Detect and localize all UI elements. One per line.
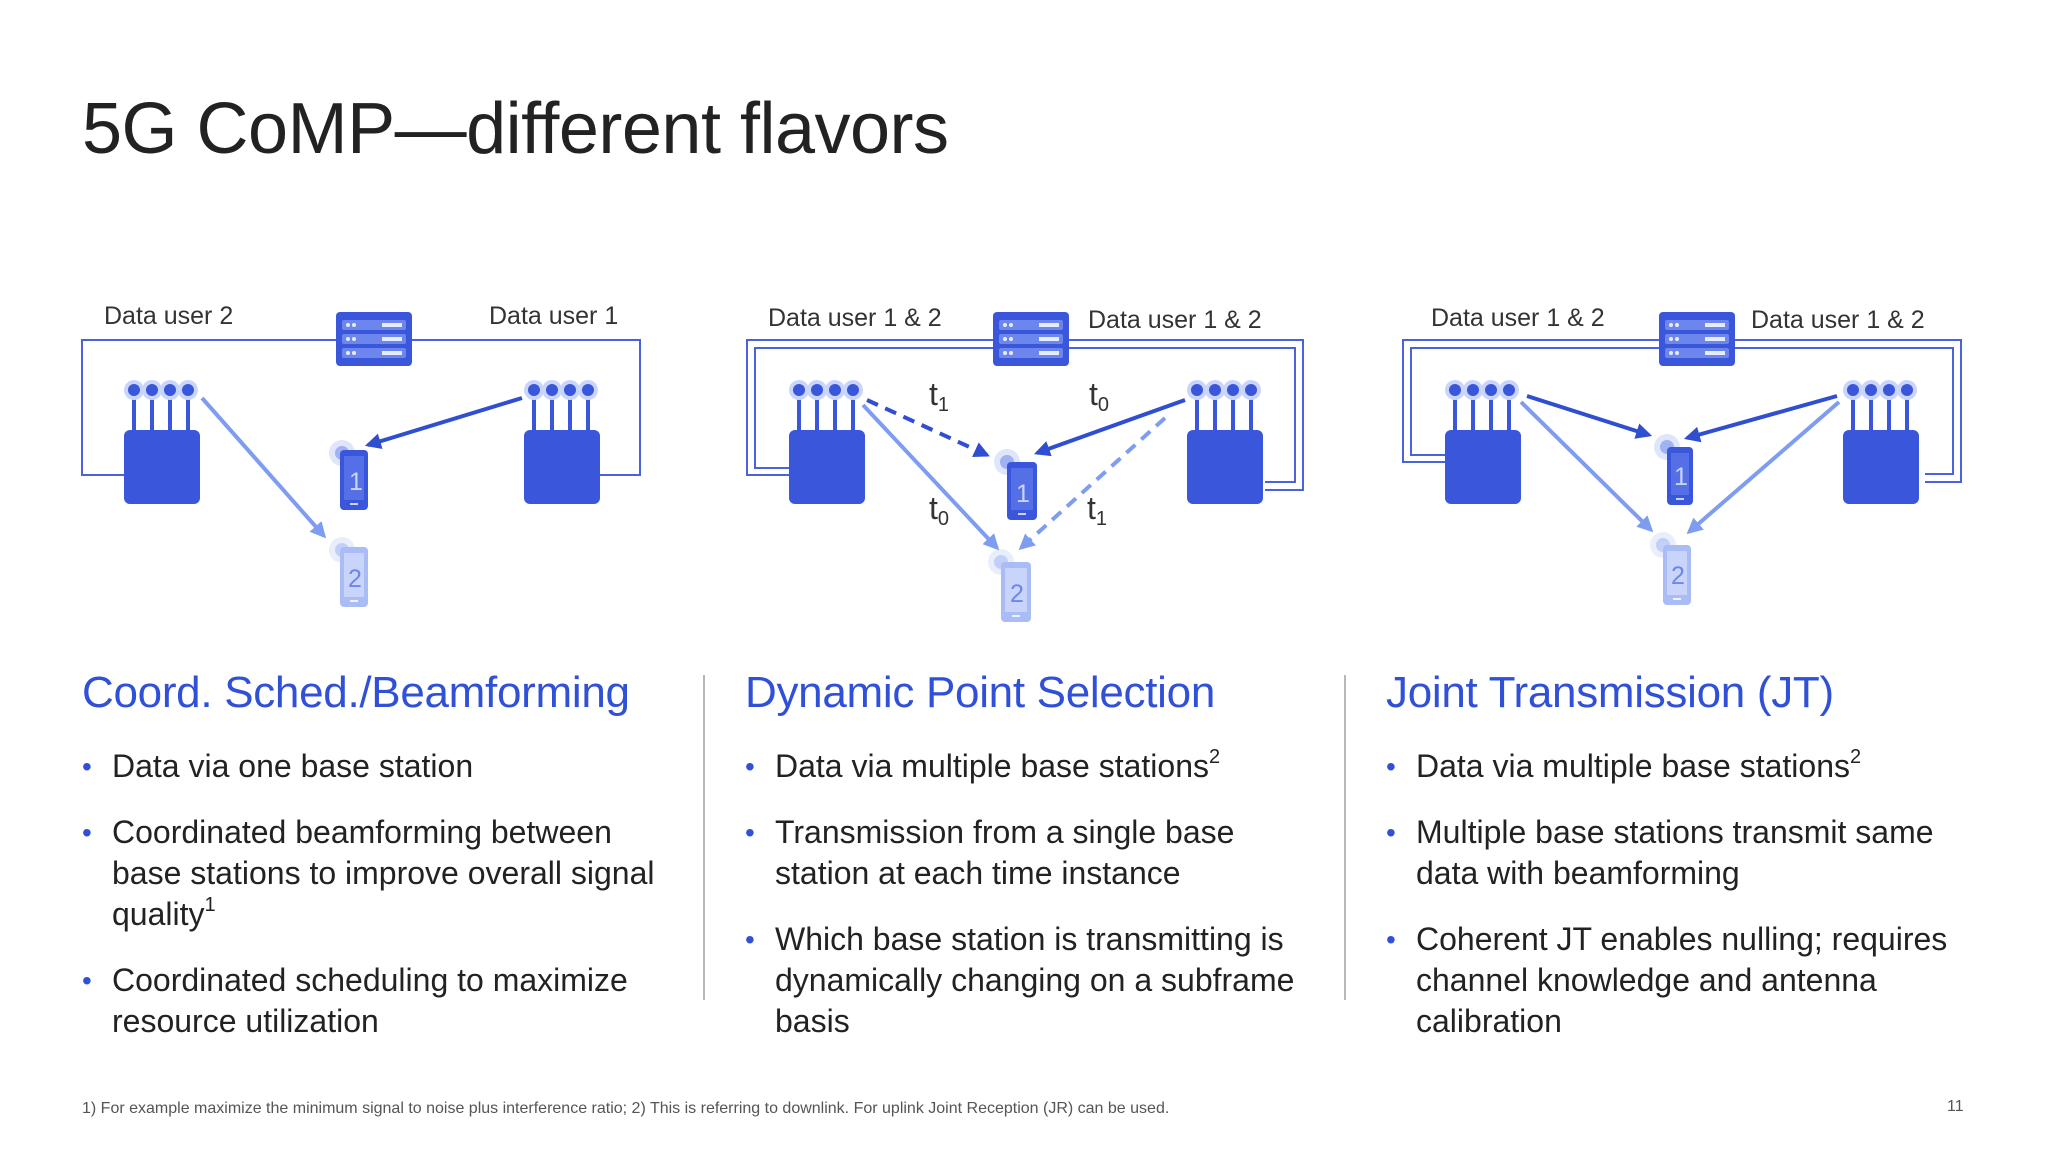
data-label-right: Data user 1	[489, 302, 619, 330]
diagram-dps: Data user 1 & 2 Data user 1 & 2	[745, 290, 1345, 640]
bullet-item: Coherent JT enables nulling; requires ch…	[1386, 919, 1986, 1042]
server-icon	[336, 312, 412, 366]
arrow-left-to-ue1-dashed	[866, 398, 990, 457]
diagram-coord-sched: Data user 2 Data user 1	[80, 290, 680, 640]
ue2-label: 2	[348, 565, 362, 593]
ue2-label: 2	[1010, 580, 1024, 608]
base-station-right-icon	[524, 380, 600, 504]
arrow-right-to-ue1	[364, 396, 523, 449]
bullet-item: Coordinated scheduling to maximize resou…	[82, 960, 682, 1042]
base-station-left-icon	[1445, 380, 1521, 504]
time-label-t1-bottom: t1	[1087, 490, 1108, 530]
phone-ue1-icon	[329, 440, 368, 510]
data-label-left: Data user 1 & 2	[1431, 304, 1605, 332]
arrow-left-to-ue2	[861, 403, 1000, 551]
bullet-item: Which base station is transmitting is dy…	[745, 919, 1305, 1042]
column-divider	[703, 675, 705, 1000]
page-number: 11	[1947, 1098, 1964, 1115]
column-heading: Coord. Sched./Beamforming	[82, 668, 630, 717]
column-heading: Joint Transmission (JT)	[1386, 668, 1834, 717]
base-station-left-icon	[789, 380, 865, 504]
base-station-right-icon	[1843, 380, 1919, 504]
bullet-item: Multiple base stations transmit same dat…	[1386, 812, 1986, 894]
ue1-label: 1	[1016, 480, 1030, 508]
diagram-svg	[81, 312, 641, 607]
ue1-label: 1	[1674, 463, 1688, 491]
bullet-list: Data via multiple base stations2 Multipl…	[1386, 746, 1986, 1042]
arrow-right-to-ue1	[1033, 398, 1186, 457]
arrow-left-to-ue2	[1519, 400, 1654, 533]
phone-ue2-icon	[329, 537, 368, 607]
bullet-item: Data via multiple base stations2	[1386, 746, 1986, 787]
footnote: 1) For example maximize the minimum sign…	[82, 1100, 1170, 1117]
arrow-right-to-ue2-dashed	[1018, 416, 1167, 551]
arrow-right-to-ue2	[1686, 400, 1841, 535]
time-label-t0-top: t0	[1089, 376, 1110, 416]
server-icon	[993, 312, 1069, 366]
arrow-right-to-ue1	[1683, 394, 1838, 443]
arrow-left-to-ue2	[200, 396, 327, 539]
bullet-list: Data via multiple base stations2 Transmi…	[745, 746, 1305, 1042]
diagram-svg	[746, 312, 1304, 622]
bullet-item: Coordinated beamforming between base sta…	[82, 812, 682, 935]
data-label-left: Data user 2	[104, 302, 234, 330]
arrow-left-to-ue1	[1526, 394, 1653, 439]
column-heading: Dynamic Point Selection	[745, 668, 1215, 717]
phone-ue1-icon	[994, 449, 1037, 520]
column-jt: Joint Transmission (JT) Data via multipl…	[1386, 668, 1986, 1067]
ue2-label: 2	[1671, 562, 1685, 590]
data-label-left: Data user 1 & 2	[768, 304, 942, 332]
base-station-left-icon	[124, 380, 200, 504]
time-label-t1-top: t1	[929, 376, 950, 416]
phone-ue2-icon	[1650, 532, 1691, 605]
column-divider	[1344, 675, 1346, 1000]
data-label-right: Data user 1 & 2	[1088, 306, 1262, 334]
bullet-item: Data via multiple base stations2	[745, 746, 1305, 787]
phone-ue2-icon	[988, 549, 1031, 622]
bullet-list: Data via one base station Coordinated be…	[82, 746, 682, 1042]
column-coord-sched: Coord. Sched./Beamforming Data via one b…	[82, 668, 682, 1067]
diagram-jt: Data user 1 & 2 Data user 1 & 2	[1402, 290, 2005, 640]
slide-title: 5G CoMP—different flavors	[82, 89, 949, 169]
diagram-svg	[1402, 312, 1962, 605]
bullet-item: Data via one base station	[82, 746, 682, 787]
time-label-t0-bottom: t0	[929, 490, 950, 530]
column-dps: Dynamic Point Selection Data via multipl…	[745, 668, 1305, 1067]
ue1-label: 1	[349, 468, 363, 496]
bullet-item: Transmission from a single base station …	[745, 812, 1305, 894]
base-station-right-icon	[1187, 380, 1263, 504]
data-label-right: Data user 1 & 2	[1751, 306, 1925, 334]
phone-ue1-icon	[1654, 434, 1693, 505]
server-icon	[1659, 312, 1735, 366]
